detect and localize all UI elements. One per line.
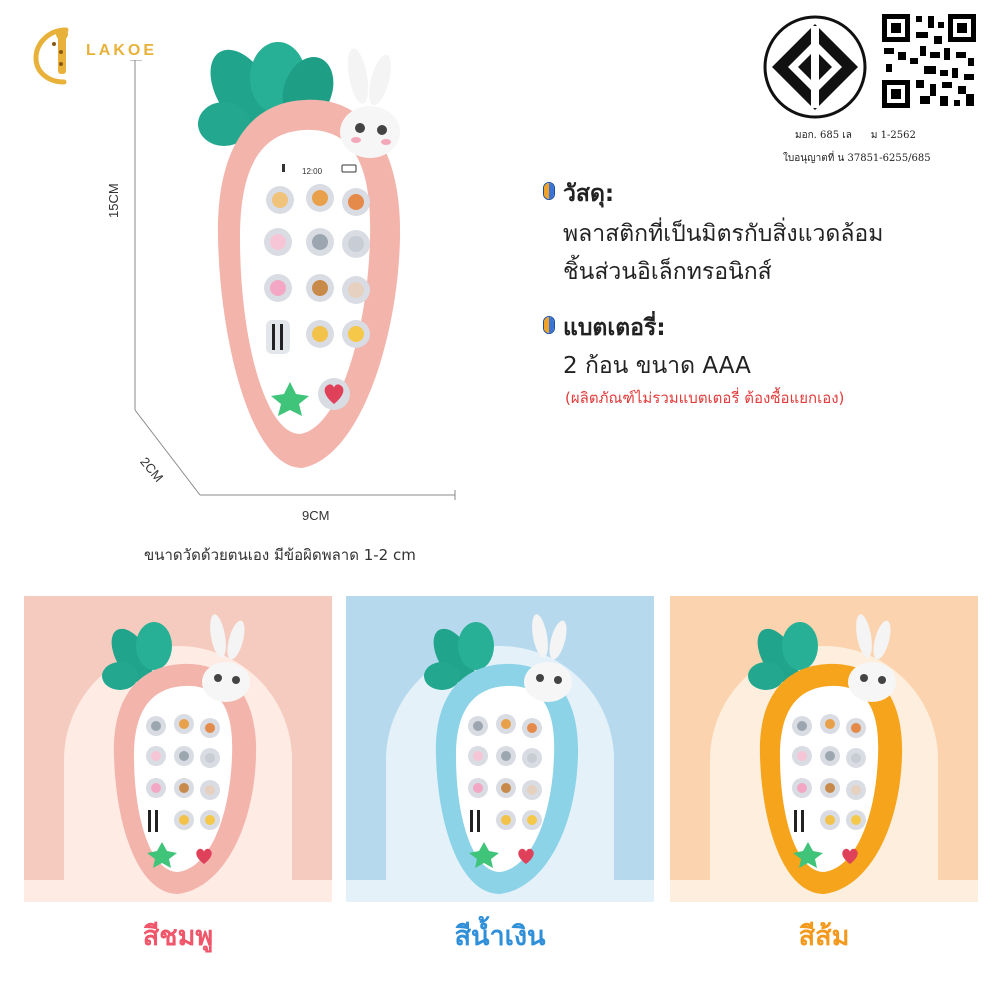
carrot-phone-icon: 12:00 — [198, 42, 401, 468]
qr-code-icon — [880, 12, 978, 110]
variant-panel-orange — [670, 596, 978, 902]
battery-heading: แบตเตอรี่: — [563, 315, 666, 341]
dim-height-label: 15CM — [106, 183, 121, 218]
carrot-phone-icon — [748, 614, 903, 894]
variant-panel-blue — [346, 596, 654, 902]
battery-note: (ผลิตภัณฑ์ไม่รวมแบตเตอรี่ ต้องซื้อแยกเอง… — [565, 389, 845, 407]
measure-note: ขนาดวัดด้วยตนเอง มีข้อผิดพลาด 1-2 cm — [144, 546, 416, 564]
dim-width-label: 9CM — [302, 508, 330, 523]
material-heading: วัสดุ: — [563, 181, 615, 207]
brand-name: LAKOE — [86, 42, 157, 59]
giraffe-logo-icon — [33, 27, 69, 85]
product-main-image: 12:00 — [190, 38, 420, 478]
cert-license-text: ใบอนุญาตที่ น 37851-6255/685 — [783, 153, 931, 164]
phone-time: 12:00 — [302, 167, 323, 176]
variant-label-orange: สีส้ม — [798, 921, 850, 952]
dimension-lines — [130, 60, 456, 500]
brand-logo: LAKOE — [28, 24, 188, 88]
variant-label-pink: สีชมพู — [142, 921, 214, 952]
battery-line: 2 ก้อน ขนาด AAA — [563, 353, 751, 379]
cert-standard-text: มอก. 685 เล ม 1-2562 — [795, 130, 916, 141]
battery-pill-icon — [543, 182, 555, 200]
battery-pill-icon — [543, 316, 555, 334]
tisi-mark-icon — [760, 12, 870, 122]
carrot-phone-icon — [424, 614, 579, 894]
variant-panel-pink — [24, 596, 332, 902]
material-line-1: พลาสติกที่เป็นมิตรกับสิ่งแวดล้อม — [563, 221, 884, 247]
variant-label-blue: สีน้ำเงิน — [454, 921, 546, 952]
material-line-2: ชิ้นส่วนอิเล็กทรอนิกส์ — [563, 259, 772, 285]
carrot-phone-icon — [102, 614, 257, 894]
